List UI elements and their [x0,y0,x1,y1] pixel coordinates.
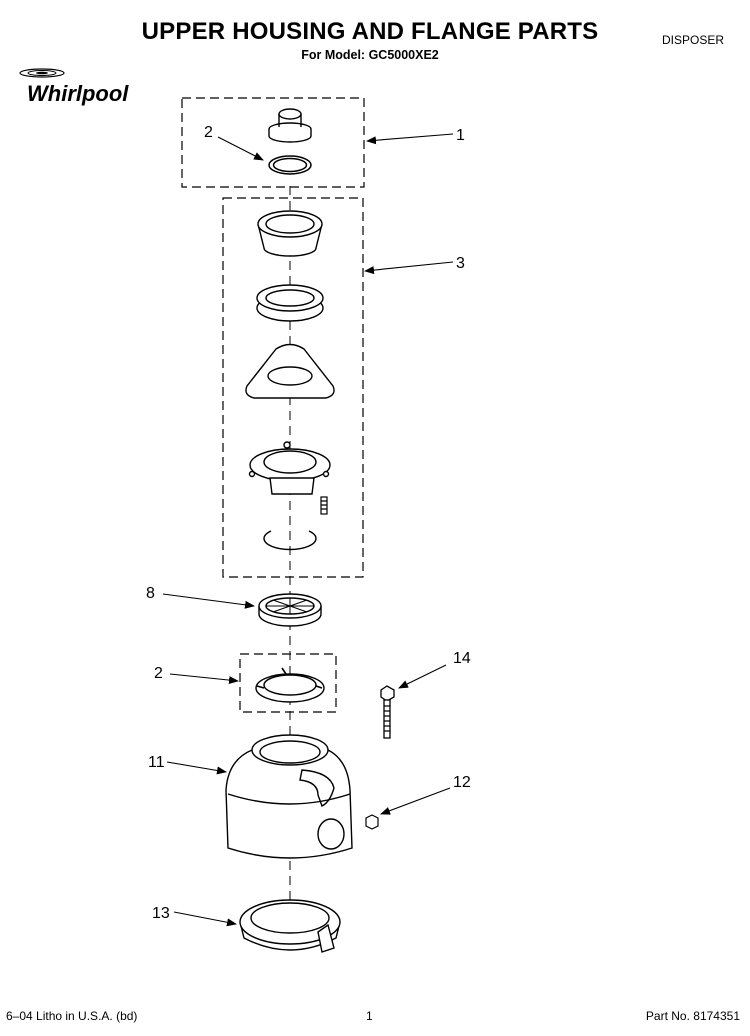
mounting-screw [320,496,328,515]
backup-ring-part [256,284,324,322]
page-number: 1 [366,1009,373,1023]
splash-guard-part [258,593,322,627]
bolt-part [380,685,395,739]
callout-3: 3 [456,255,465,272]
upper-housing-part [225,734,353,859]
stopper-part [268,108,312,143]
page-title: UPPER HOUSING AND FLANGE PARTS [141,18,599,45]
print-info: 6–04 Litho in U.S.A. (bd) [6,1009,138,1023]
brand-wordmark: Whirlpool [27,81,129,106]
snap-ring-part [263,530,317,551]
callout-11: 11 [148,754,165,771]
part-number: Part No. 8174351 [645,1009,740,1023]
callout-13: 13 [152,905,170,922]
mounting-ring-part [248,441,331,495]
callout-1: 1 [456,127,465,144]
gasket-part-top [268,155,312,175]
leader-lines [162,133,454,927]
gasket-part-lower [255,667,325,703]
whirlpool-logo: Whirlpool [19,68,129,106]
callout-12: 12 [453,774,471,791]
assembly-2-lower-box [239,653,337,713]
cushion-part [239,899,341,953]
sink-flange-part [257,210,323,257]
callout-2-top: 2 [204,124,213,141]
callout-2-lower: 2 [154,665,163,682]
callout-14: 14 [453,650,471,667]
model-subtitle: For Model: GC5000XE2 [301,48,439,62]
assembly-3-box [222,197,364,578]
assembly-1-box [181,97,365,188]
clip-part [365,814,379,830]
mounting-plate-part [245,343,335,399]
document-type-label: DISPOSER [661,33,724,47]
callout-8: 8 [146,585,155,602]
